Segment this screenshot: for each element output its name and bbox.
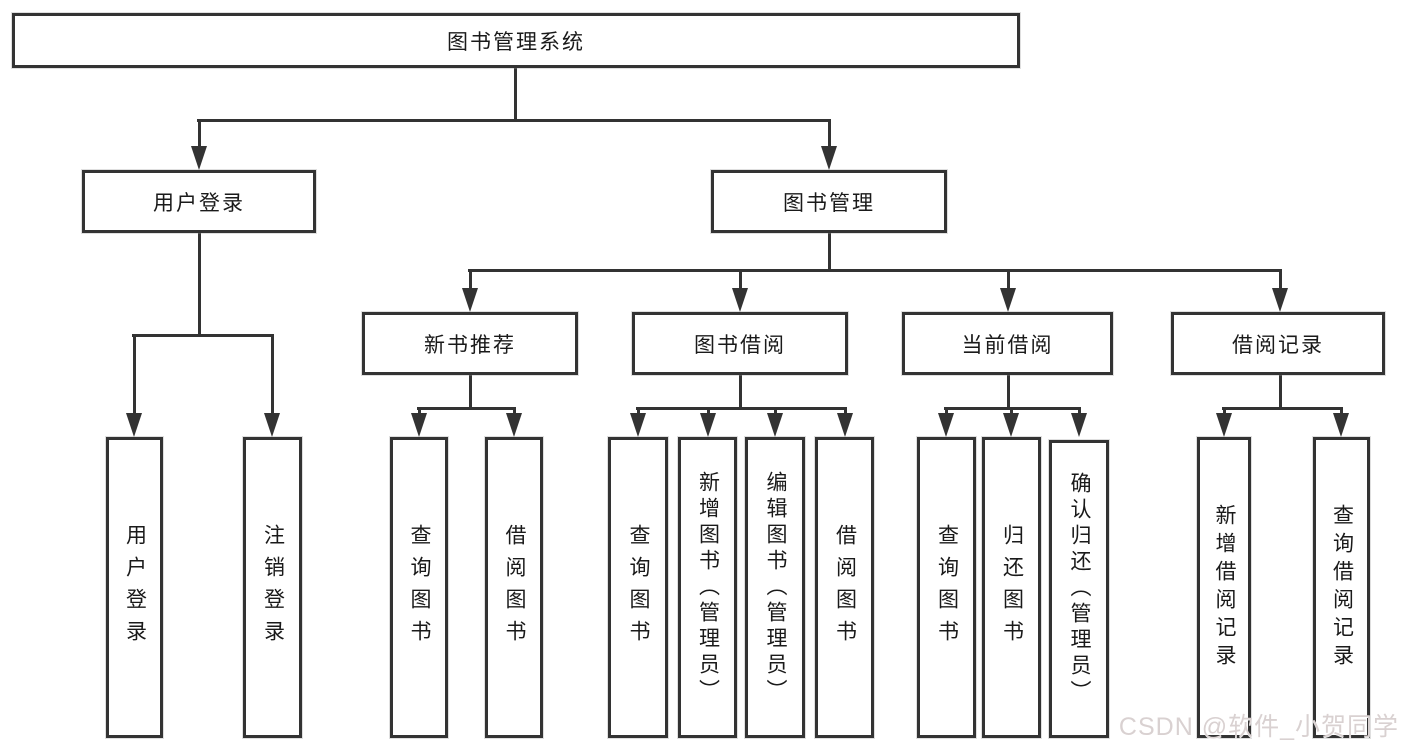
leaf-label: 新增图书（管理员） (696, 470, 720, 705)
connector-line (1340, 407, 1343, 417)
arrowhead-icon (462, 288, 478, 312)
arrowhead-icon (264, 413, 280, 437)
arrowhead-icon (938, 413, 954, 437)
leaf-label: 借阅图书 (833, 523, 857, 652)
arrowhead-icon (1216, 413, 1232, 437)
connector-line (271, 334, 274, 417)
connector-line (1279, 375, 1282, 410)
arrowhead-icon (700, 413, 716, 437)
connector-line (945, 407, 948, 417)
arrowhead-icon (1003, 413, 1019, 437)
leaf-cb-return-book: 归还图书 (982, 437, 1041, 738)
node-root: 图书管理系统 (12, 13, 1020, 68)
connector-line (514, 68, 517, 121)
arrowhead-icon (1071, 413, 1087, 437)
node-current-borrow: 当前借阅 (902, 312, 1113, 375)
connector-line (636, 407, 847, 410)
arrowhead-icon (837, 413, 853, 437)
arrowhead-icon (1272, 288, 1288, 312)
connector-line (1279, 269, 1282, 292)
connector-line (844, 407, 847, 417)
leaf-bb-borrow-book: 借阅图书 (815, 437, 874, 738)
arrowhead-icon (767, 413, 783, 437)
leaf-label: 归还图书 (1000, 523, 1024, 652)
leaf-label: 查询图书 (627, 523, 650, 652)
connector-line (198, 119, 201, 151)
connector-line (198, 233, 201, 337)
node-label: 当前借阅 (961, 333, 1054, 357)
connector-line (417, 407, 516, 410)
node-label: 图书管理 (783, 191, 875, 215)
connector-line (1007, 375, 1010, 410)
connector-line (637, 407, 640, 417)
leaf-label: 查询借阅记录 (1330, 503, 1354, 672)
arrowhead-icon (821, 146, 837, 170)
node-borrow-record: 借阅记录 (1171, 312, 1385, 375)
arrowhead-icon (630, 413, 646, 437)
arrowhead-icon (506, 413, 522, 437)
connector-line (1007, 269, 1010, 292)
node-label: 新书推荐 (424, 333, 516, 357)
arrowhead-icon (411, 413, 427, 437)
node-label: 图书管理系统 (447, 30, 585, 54)
leaf-label: 确认归还（管理员） (1068, 472, 1091, 706)
arrowhead-icon (1000, 288, 1016, 312)
leaf-label: 查询图书 (935, 523, 959, 652)
connector-line (739, 269, 742, 292)
connector-line (828, 119, 831, 151)
leaf-nr-query-book: 查询图书 (390, 437, 448, 738)
leaf-nr-borrow-book: 借阅图书 (485, 437, 543, 738)
leaf-cb-query-book: 查询图书 (917, 437, 976, 738)
node-book-borrow: 图书借阅 (632, 312, 848, 375)
connector-line (774, 407, 777, 417)
connector-line (197, 119, 831, 122)
leaf-user-login: 用户登录 (106, 437, 163, 738)
connector-line (707, 407, 710, 417)
leaf-bb-query-book: 查询图书 (608, 437, 668, 738)
node-label: 借阅记录 (1232, 333, 1324, 357)
connector-line (1222, 407, 1343, 410)
connector-line (468, 269, 1282, 272)
leaf-label: 新增借阅记录 (1213, 503, 1236, 672)
connector-line (469, 269, 472, 292)
leaf-br-query-record: 查询借阅记录 (1313, 437, 1370, 738)
arrowhead-icon (732, 288, 748, 312)
leaf-logout: 注销登录 (243, 437, 302, 738)
node-user-login: 用户登录 (82, 170, 316, 233)
leaf-label: 查询图书 (408, 523, 431, 652)
leaf-label: 编辑图书（管理员） (764, 470, 787, 705)
leaf-br-add-record: 新增借阅记录 (1197, 437, 1251, 738)
connector-line (828, 233, 831, 272)
arrowhead-icon (1333, 413, 1349, 437)
node-label: 图书借阅 (694, 333, 786, 357)
leaf-bb-edit-book: 编辑图书（管理员） (745, 437, 805, 738)
connector-line (1010, 407, 1013, 417)
connector-line (739, 375, 742, 410)
node-label: 用户登录 (153, 191, 245, 215)
node-book-management: 图书管理 (711, 170, 947, 233)
leaf-cb-confirm-return: 确认归还（管理员） (1049, 440, 1109, 738)
connector-line (513, 407, 516, 417)
arrowhead-icon (191, 146, 207, 170)
connector-line (1223, 407, 1226, 417)
connector-line (469, 375, 472, 410)
connector-line (418, 407, 421, 417)
leaf-label: 用户登录 (123, 523, 147, 652)
connector-line (1078, 407, 1081, 417)
node-new-book-recommend: 新书推荐 (362, 312, 578, 375)
leaf-label: 借阅图书 (503, 523, 526, 652)
leaf-bb-add-book: 新增图书（管理员） (678, 437, 737, 738)
connector-line (133, 334, 136, 417)
connector-line (132, 334, 274, 337)
arrowhead-icon (126, 413, 142, 437)
leaf-label: 注销登录 (261, 523, 285, 652)
